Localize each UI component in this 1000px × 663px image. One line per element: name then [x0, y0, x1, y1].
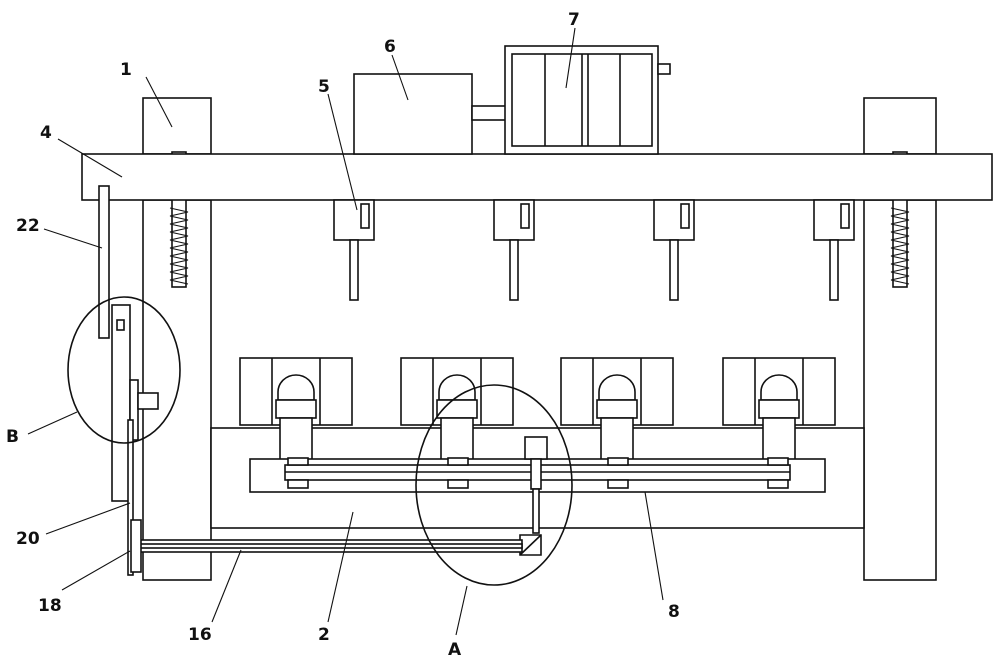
label-16: 16 — [188, 625, 212, 645]
label-18: 18 — [38, 596, 62, 616]
crossbeam — [81, 153, 993, 201]
label-7: 7 — [568, 10, 580, 30]
leader-lines — [27, 27, 664, 636]
part-labels: 1 4 5 6 7 22 B 20 18 16 2 A 8 — [6, 10, 680, 660]
detail-circle-a — [415, 384, 573, 586]
motor-and-gearbox — [353, 45, 671, 155]
label-4: 4 — [40, 123, 52, 143]
chuck-units — [239, 357, 836, 465]
bevel-drive — [519, 436, 548, 556]
label-6: 6 — [384, 37, 396, 57]
label-8: 8 — [668, 602, 680, 622]
label-5: 5 — [318, 77, 330, 97]
label-b: B — [6, 427, 19, 447]
label-1: 1 — [120, 60, 132, 80]
detail-circle-b — [67, 296, 181, 444]
label-20: 20 — [16, 529, 40, 549]
side-linkage — [98, 185, 159, 576]
label-a: A — [448, 640, 462, 660]
left-column — [142, 97, 212, 581]
horizontal-shaft — [137, 539, 523, 553]
label-22: 22 — [16, 216, 40, 236]
label-2: 2 — [318, 625, 330, 645]
hanging-heads — [333, 199, 855, 301]
